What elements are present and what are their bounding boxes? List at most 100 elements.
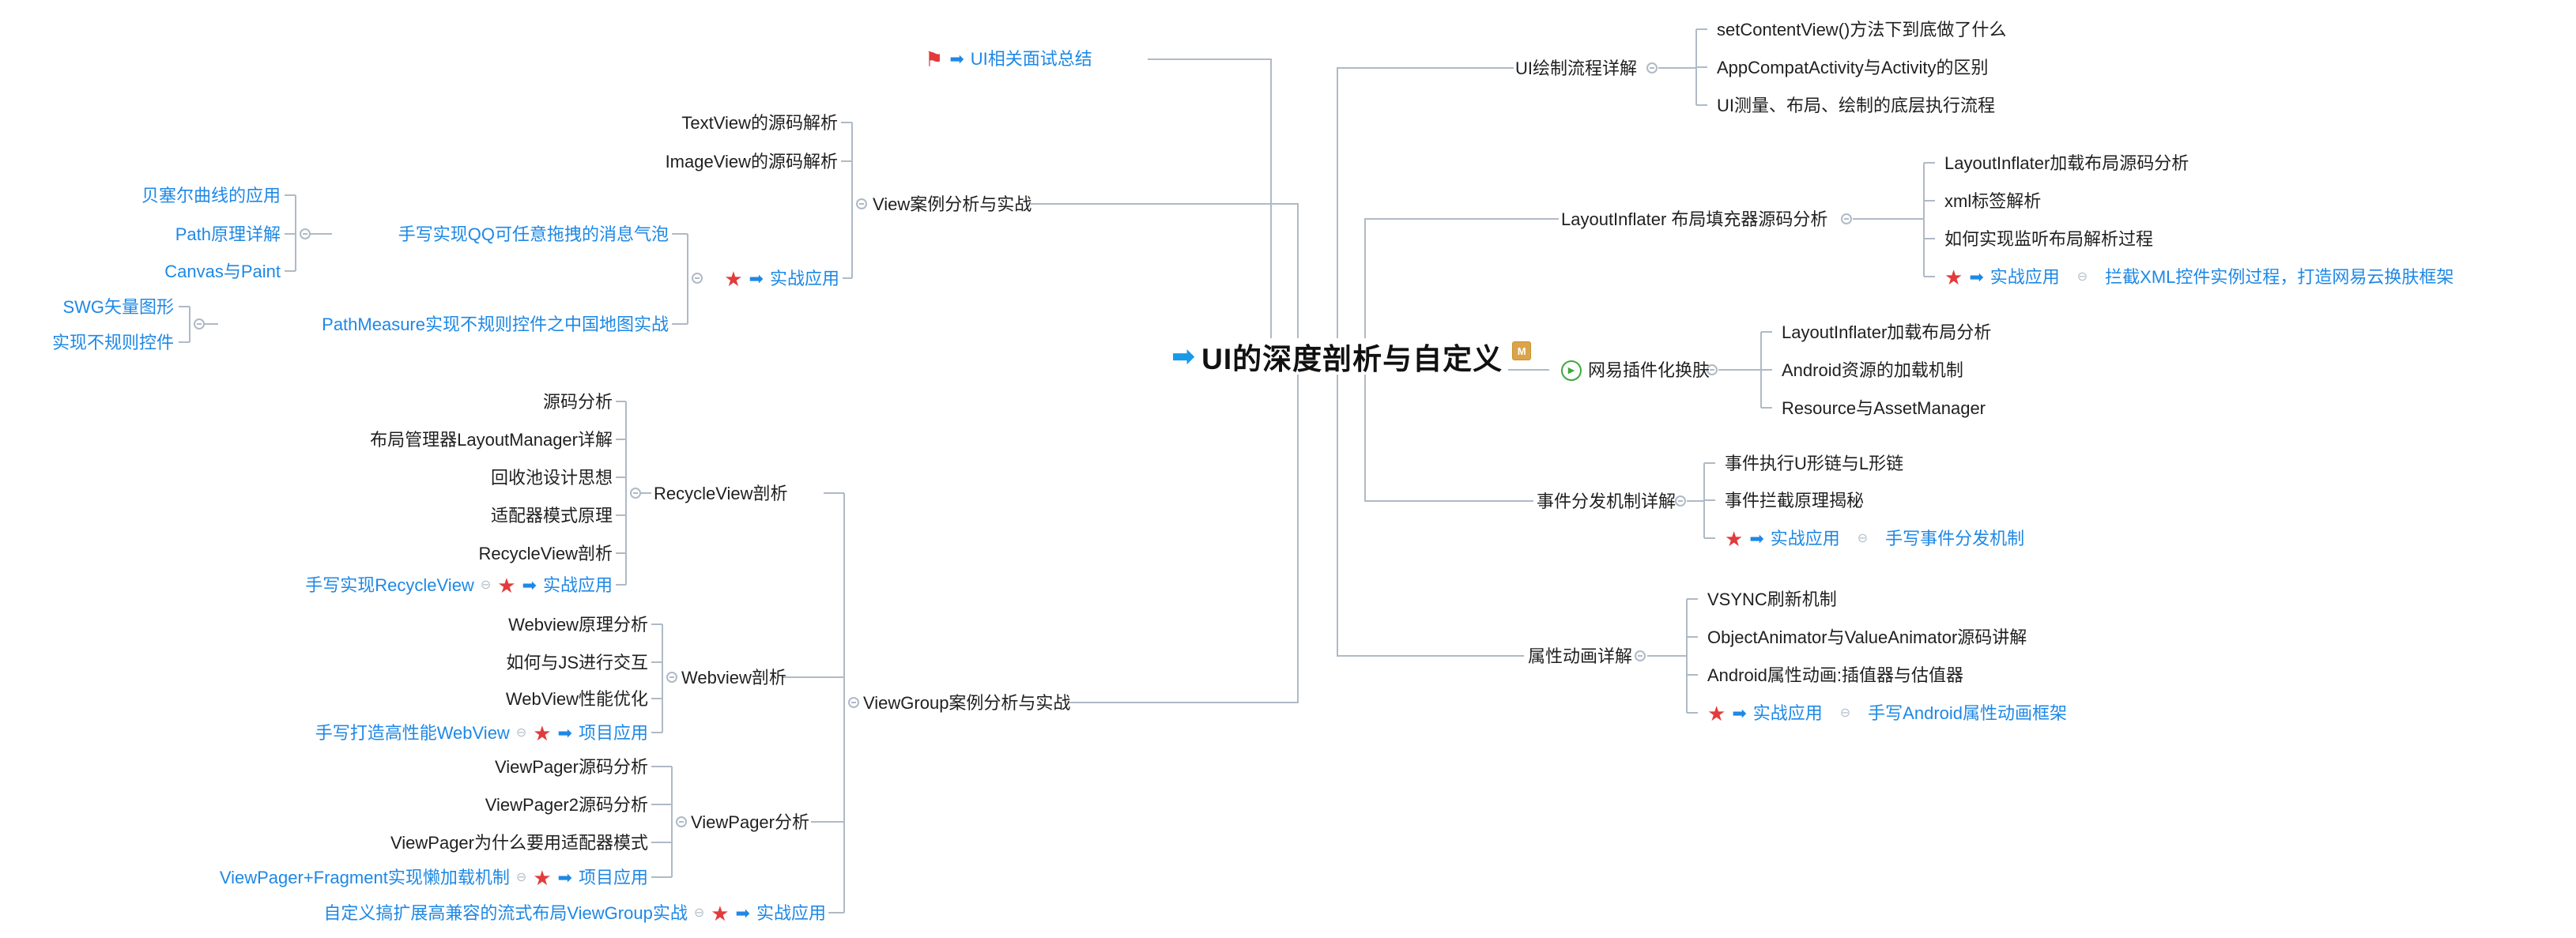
node-vp2-source[interactable]: ViewPager2源码分析 bbox=[485, 795, 648, 815]
event-practice-tail: 手写事件分发机制 bbox=[1885, 529, 2025, 548]
li-practice-label: 实战应用 bbox=[1990, 267, 2060, 287]
node-webview-practice-row[interactable]: 手写打造高性能WebView ⊖ ★ ➡ 项目应用 bbox=[315, 720, 648, 747]
li-practice-tail: 拦截XML控件实例过程，打造网易云换肤框架 bbox=[2105, 267, 2454, 287]
node-layoutinflater[interactable]: LayoutInflater 布局填充器源码分析 bbox=[1561, 209, 1828, 229]
play-icon: ▶ bbox=[1561, 360, 1582, 381]
star-icon: ★ bbox=[533, 866, 552, 890]
node-skin-resource-load[interactable]: Android资源的加载机制 bbox=[1782, 360, 1963, 380]
arrow-icon: ➡ bbox=[1171, 340, 1196, 372]
node-event-dispatch[interactable]: 事件分发机制详解 bbox=[1537, 492, 1676, 511]
node-objectanimator[interactable]: ObjectAnimator与ValueAnimator源码讲解 bbox=[1707, 627, 2027, 647]
arrow-icon: ➡ bbox=[1749, 529, 1764, 548]
node-webview-js[interactable]: 如何与JS进行交互 bbox=[506, 653, 648, 672]
arrow-icon: ➡ bbox=[749, 269, 764, 288]
star-icon: ★ bbox=[724, 267, 743, 291]
arrow-icon: ➡ bbox=[557, 723, 572, 743]
node-rv-adapter-pattern[interactable]: 适配器模式原理 bbox=[490, 506, 613, 526]
node-event-practice-row[interactable]: ★ ➡ 实战应用 ⊖ 手写事件分发机制 bbox=[1725, 526, 2024, 552]
flow-layout-label: 实战应用 bbox=[756, 903, 826, 923]
node-vsync[interactable]: VSYNC刷新机制 bbox=[1707, 590, 1837, 609]
rv-practice-lead: 手写实现RecycleView bbox=[305, 575, 474, 595]
node-practice-badge[interactable]: ★ ➡ 实战应用 bbox=[724, 266, 839, 292]
node-li-load-source[interactable]: LayoutInflater加载布局源码分析 bbox=[1944, 153, 2189, 173]
node-vp-source[interactable]: ViewPager源码分析 bbox=[495, 757, 648, 777]
node-pathmeasure-map[interactable]: PathMeasure实现不规则控件之中国地图实战 bbox=[322, 315, 669, 334]
node-interpolator[interactable]: Android属性动画:插值器与估值器 bbox=[1707, 665, 1963, 685]
star-icon: ★ bbox=[1725, 527, 1744, 551]
node-skin-assetmanager[interactable]: Resource与AssetManager bbox=[1782, 398, 1986, 418]
arrow-icon: ➡ bbox=[949, 49, 964, 69]
star-icon: ★ bbox=[533, 721, 552, 745]
collapse-handle-icon[interactable]: ⊖ bbox=[515, 726, 527, 740]
node-view-case[interactable]: View案例分析与实战 bbox=[873, 194, 1032, 214]
vp-practice-label: 项目应用 bbox=[578, 868, 648, 887]
netease-skin-label: 网易插件化换肤 bbox=[1588, 360, 1710, 380]
event-practice-label: 实战应用 bbox=[1770, 529, 1840, 548]
node-vp-adapter-why[interactable]: ViewPager为什么要用适配器模式 bbox=[390, 833, 648, 853]
star-icon: ★ bbox=[497, 574, 516, 597]
node-flow-layout-row[interactable]: 自定义搞扩展高兼容的流式布局ViewGroup实战 ⊖ ★ ➡ 实战应用 bbox=[323, 900, 826, 927]
node-setcontentview[interactable]: setContentView()方法下到底做了什么 bbox=[1717, 20, 2007, 40]
node-viewpager[interactable]: ViewPager分析 bbox=[691, 812, 809, 832]
node-imageview-source[interactable]: ImageView的源码解析 bbox=[665, 152, 838, 171]
node-property-anim[interactable]: 属性动画详解 bbox=[1528, 646, 1633, 666]
node-li-practice-row[interactable]: ★ ➡ 实战应用 ⊖ 拦截XML控件实例过程，打造网易云换肤框架 bbox=[1944, 264, 2453, 291]
node-skin-li-load[interactable]: LayoutInflater加载布局分析 bbox=[1782, 322, 1992, 342]
node-vp-practice-row[interactable]: ViewPager+Fragment实现懒加载机制 ⊖ ★ ➡ 项目应用 bbox=[220, 865, 648, 891]
node-li-xml-parse[interactable]: xml标签解析 bbox=[1944, 191, 2042, 211]
anim-practice-tail: 手写Android属性动画框架 bbox=[1868, 703, 2068, 723]
root-title: UI的深度剖析与自定义 bbox=[1201, 343, 1503, 375]
node-qq-bubble-practice[interactable]: 手写实现QQ可任意拖拽的消息气泡 bbox=[398, 224, 669, 244]
marker-badge[interactable]: M bbox=[1512, 341, 1532, 360]
node-anim-practice-row[interactable]: ★ ➡ 实战应用 ⊖ 手写Android属性动画框架 bbox=[1707, 700, 2067, 727]
arrow-icon: ➡ bbox=[1969, 267, 1984, 287]
node-rv-source[interactable]: 源码分析 bbox=[542, 392, 613, 412]
node-irregular-control[interactable]: 实现不规则控件 bbox=[51, 333, 174, 352]
node-rv-analysis-child[interactable]: RecycleView剖析 bbox=[478, 544, 613, 563]
node-rv-practice-row[interactable]: 手写实现RecycleView ⊖ ★ ➡ 实战应用 bbox=[305, 572, 613, 599]
node-viewgroup-case[interactable]: ViewGroup案例分析与实战 bbox=[863, 693, 1071, 713]
node-svg-vector[interactable]: SWG矢量图形 bbox=[62, 297, 174, 317]
webview-practice-lead: 手写打造高性能WebView bbox=[315, 723, 510, 743]
webview-practice-label: 项目应用 bbox=[578, 723, 648, 743]
node-netease-skin[interactable]: ▶ 网易插件化换肤 bbox=[1561, 357, 1710, 384]
flag-icon: ⚑ bbox=[925, 47, 944, 71]
rv-practice-label: 实战应用 bbox=[542, 575, 613, 595]
node-textview-source[interactable]: TextView的源码解析 bbox=[681, 113, 838, 133]
collapse-handle-icon[interactable]: ⊖ bbox=[1857, 532, 1869, 545]
star-icon: ★ bbox=[711, 902, 730, 925]
arrow-icon: ➡ bbox=[557, 868, 572, 887]
node-draw-flow[interactable]: UI绘制流程详解 bbox=[1515, 58, 1638, 78]
node-webview[interactable]: Webview剖析 bbox=[681, 668, 786, 687]
node-rv-layoutmanager[interactable]: 布局管理器LayoutManager详解 bbox=[370, 430, 613, 450]
collapse-handle-icon[interactable]: ⊖ bbox=[2076, 270, 2088, 284]
node-path-principle[interactable]: Path原理详解 bbox=[175, 224, 281, 244]
node-webview-perf[interactable]: WebView性能优化 bbox=[505, 689, 648, 709]
vp-practice-lead: ViewPager+Fragment实现懒加载机制 bbox=[219, 868, 510, 887]
star-icon: ★ bbox=[1944, 266, 1963, 289]
node-event-intercept[interactable]: 事件拦截原理揭秘 bbox=[1725, 491, 1865, 510]
collapse-handle-icon[interactable]: ⊖ bbox=[693, 906, 705, 920]
collapse-handle-icon[interactable]: ⊖ bbox=[480, 578, 492, 592]
node-recycleview[interactable]: RecycleView剖析 bbox=[654, 484, 788, 503]
anim-practice-label: 实战应用 bbox=[1752, 703, 1823, 723]
arrow-icon: ➡ bbox=[735, 903, 750, 923]
collapse-handle-icon[interactable]: ⊖ bbox=[1839, 706, 1851, 720]
node-webview-principle[interactable]: Webview原理分析 bbox=[508, 615, 648, 635]
node-rv-recycle-pool[interactable]: 回收池设计思想 bbox=[490, 468, 613, 488]
node-li-listen-parse[interactable]: 如何实现监听布局解析过程 bbox=[1944, 229, 2154, 249]
node-measure-layout-draw[interactable]: UI测量、布局、绘制的底层执行流程 bbox=[1717, 96, 1996, 115]
node-event-u-l-chain[interactable]: 事件执行U形链与L形链 bbox=[1725, 454, 1904, 473]
node-bezier-curve[interactable]: 贝塞尔曲线的应用 bbox=[141, 186, 281, 205]
node-appcompat-vs-activity[interactable]: AppCompatActivity与Activity的区别 bbox=[1717, 58, 1989, 77]
interview-summary-label: UI相关面试总结 bbox=[970, 49, 1092, 69]
node-root[interactable]: ➡ UI的深度剖析与自定义 M bbox=[1171, 335, 1532, 378]
arrow-icon: ➡ bbox=[1732, 703, 1747, 723]
node-canvas-paint[interactable]: Canvas与Paint bbox=[164, 262, 281, 281]
collapse-handle-icon[interactable]: ⊖ bbox=[515, 871, 527, 884]
practice-badge-label: 实战应用 bbox=[769, 269, 839, 288]
node-interview-summary[interactable]: ⚑ ➡ UI相关面试总结 bbox=[925, 46, 1092, 73]
arrow-icon: ➡ bbox=[522, 575, 537, 595]
